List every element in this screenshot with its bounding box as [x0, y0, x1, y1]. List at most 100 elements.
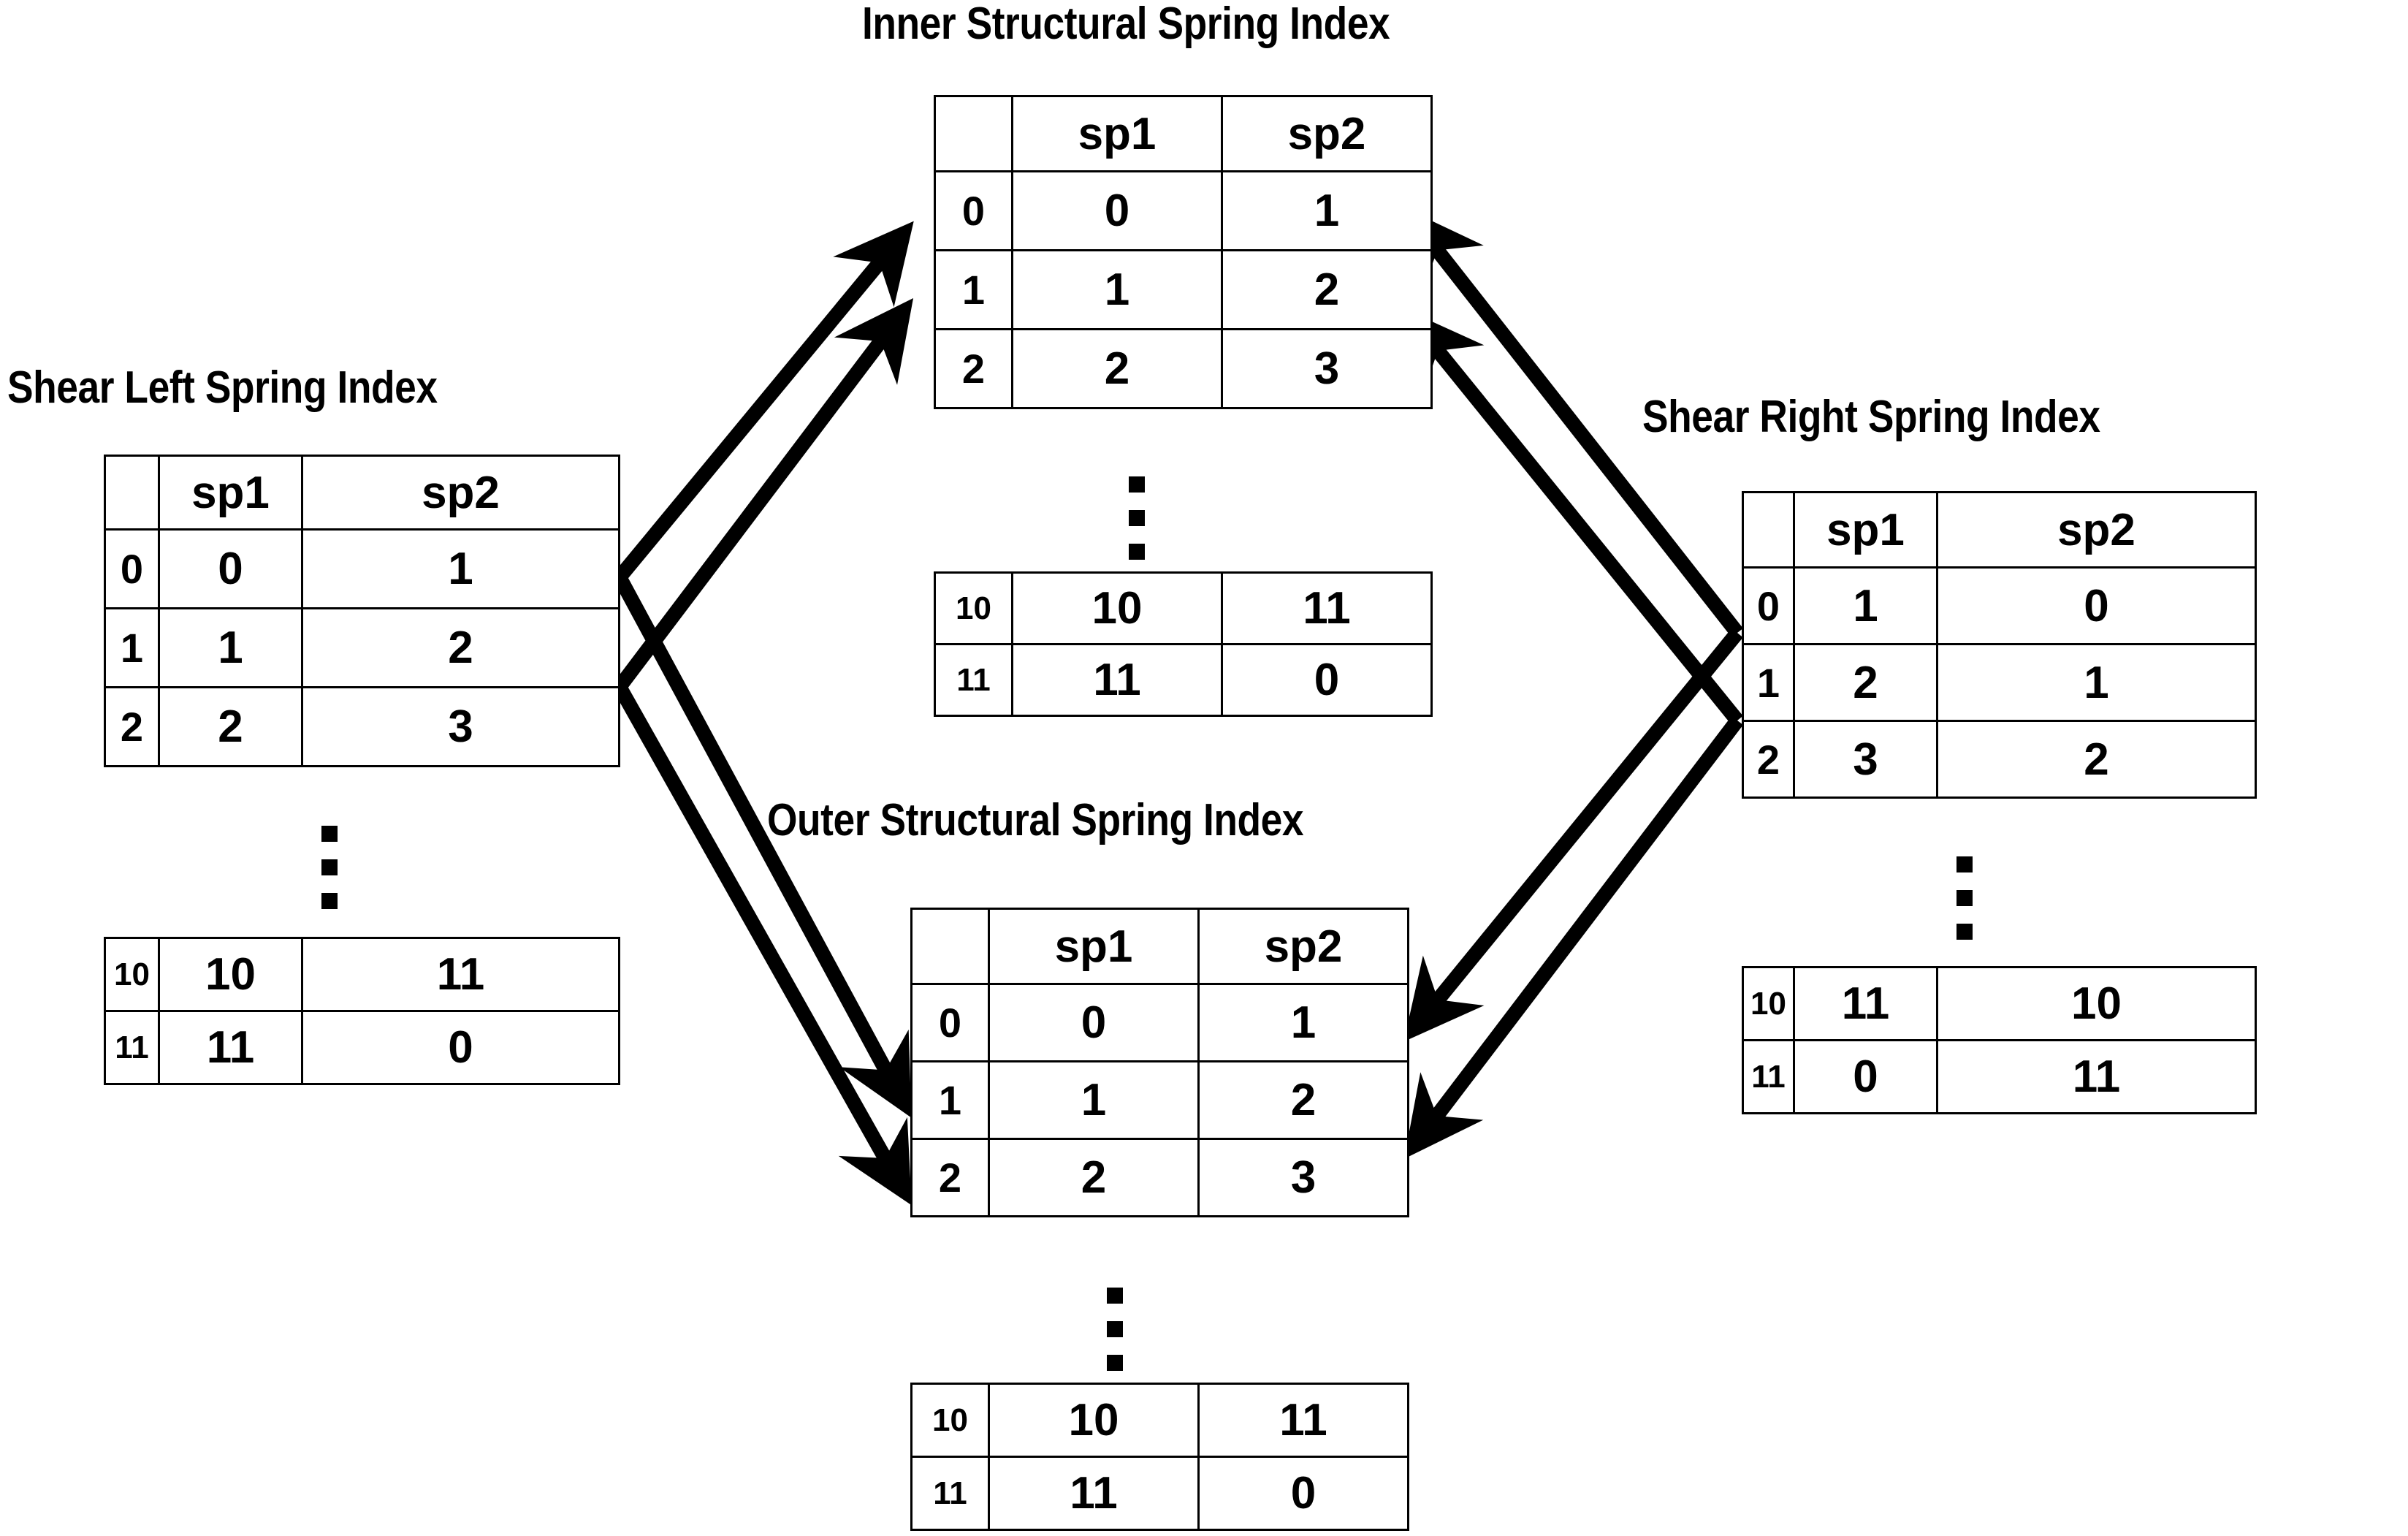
cell-sp2: 3 [301, 686, 620, 767]
cell-sp2: 11 [301, 937, 620, 1012]
shear-left-table-bottom: 10 10 11 11 11 0 [104, 937, 620, 1085]
row-index: 11 [1742, 1039, 1795, 1114]
cell-sp2: 1 [1197, 983, 1409, 1062]
shear-right-table-bottom: 10 11 10 11 0 11 [1742, 966, 2257, 1114]
arrow-left-to-inner-row1 [614, 298, 914, 692]
table-row: 10 10 11 [934, 571, 1433, 645]
table-row: 1 1 2 [934, 249, 1433, 330]
outer-structural-table-bottom: 10 10 11 11 11 0 [910, 1383, 1409, 1531]
row-index: 10 [1742, 966, 1795, 1041]
row-index: 1 [1742, 643, 1795, 722]
cell-sp2: 0 [301, 1010, 620, 1085]
cell-sp2: 2 [1221, 249, 1433, 330]
table-row: 0 0 1 [104, 528, 620, 609]
cell-sp2: 1 [1936, 643, 2257, 722]
table-row: 0 0 1 [934, 170, 1433, 251]
cell-sp2: 1 [301, 528, 620, 609]
row-index: 1 [104, 607, 160, 688]
cell-sp1: 1 [1011, 249, 1223, 330]
table-row: 11 11 0 [910, 1456, 1409, 1531]
cell-sp1: 2 [1793, 643, 1938, 722]
column-header-sp2: sp2 [1197, 908, 1409, 985]
arrow-right-to-outer-row1 [1403, 628, 1743, 1042]
column-header-sp2: sp2 [1221, 95, 1433, 172]
cell-sp2: 0 [1197, 1456, 1409, 1531]
column-header-sp2: sp2 [1936, 491, 2257, 569]
cell-sp1: 11 [1793, 966, 1938, 1041]
inner-structural-table-top: sp1 sp2 0 0 1 1 1 2 2 2 3 [934, 95, 1433, 409]
column-header-sp1: sp1 [1011, 95, 1223, 172]
corner-cell [1742, 491, 1795, 569]
table-header-row: sp1 sp2 [104, 455, 620, 531]
shear-right-ellipsis-icon [1956, 856, 1973, 940]
row-index: 2 [1742, 720, 1795, 799]
table-row: 1 1 2 [910, 1060, 1409, 1140]
cell-sp1: 2 [988, 1138, 1200, 1217]
cell-sp2: 11 [1936, 1039, 2257, 1114]
corner-cell [104, 455, 160, 531]
cell-sp2: 2 [1936, 720, 2257, 799]
table-header-row: sp1 sp2 [1742, 491, 2257, 569]
cell-sp2: 11 [1221, 571, 1433, 645]
table-row: 0 1 0 [1742, 566, 2257, 645]
cell-sp1: 10 [1011, 571, 1223, 645]
cell-sp1: 3 [1793, 720, 1938, 799]
table-row: 11 0 11 [1742, 1039, 2257, 1114]
arrow-left-to-outer-row2 [613, 683, 912, 1206]
row-index: 11 [910, 1456, 990, 1531]
table-row: 1 2 1 [1742, 643, 2257, 722]
cell-sp1: 1 [1793, 566, 1938, 645]
cell-sp2: 0 [1936, 566, 2257, 645]
shear-left-title: Shear Left Spring Index [7, 362, 438, 413]
shear-left-table-top: sp1 sp2 0 0 1 1 1 2 2 2 3 [104, 455, 620, 767]
table-row: 2 2 3 [910, 1138, 1409, 1217]
shear-left-ellipsis-icon [321, 826, 338, 909]
table-header-row: sp1 sp2 [910, 908, 1409, 985]
table-row: 0 0 1 [910, 983, 1409, 1062]
cell-sp1: 1 [988, 1060, 1200, 1140]
row-index: 10 [934, 571, 1013, 645]
cell-sp1: 0 [158, 528, 303, 609]
column-header-sp1: sp1 [988, 908, 1200, 985]
table-row: 1 1 2 [104, 607, 620, 688]
row-index: 1 [910, 1060, 990, 1140]
cell-sp1: 1 [158, 607, 303, 688]
row-index: 2 [104, 686, 160, 767]
cell-sp2: 2 [301, 607, 620, 688]
table-row: 10 11 10 [1742, 966, 2257, 1041]
cell-sp2: 1 [1221, 170, 1433, 251]
table-row: 11 11 0 [934, 643, 1433, 717]
column-header-sp1: sp1 [158, 455, 303, 531]
inner-structural-title: Inner Structural Spring Index [862, 0, 1390, 49]
corner-cell [934, 95, 1013, 172]
row-index: 0 [934, 170, 1013, 251]
table-row: 11 11 0 [104, 1010, 620, 1085]
column-header-sp1: sp1 [1793, 491, 1938, 569]
cell-sp2: 3 [1221, 328, 1433, 409]
row-index: 2 [934, 328, 1013, 409]
row-index: 0 [910, 983, 990, 1062]
cell-sp2: 0 [1221, 643, 1433, 717]
row-index: 0 [1742, 566, 1795, 645]
cell-sp1: 0 [1793, 1039, 1938, 1114]
outer-structural-ellipsis-icon [1107, 1288, 1123, 1371]
table-row: 2 2 3 [934, 328, 1433, 409]
outer-structural-table-top: sp1 sp2 0 0 1 1 1 2 2 2 3 [910, 908, 1409, 1217]
cell-sp1: 2 [158, 686, 303, 767]
shear-right-title: Shear Right Spring Index [1642, 392, 2100, 442]
table-header-row: sp1 sp2 [934, 95, 1433, 172]
table-row: 2 2 3 [104, 686, 620, 767]
table-row: 10 10 11 [910, 1383, 1409, 1458]
cell-sp1: 10 [988, 1383, 1200, 1458]
outer-structural-title: Outer Structural Spring Index [767, 795, 1304, 845]
row-index: 1 [934, 249, 1013, 330]
arrow-right-to-inner-row1 [1403, 308, 1743, 726]
cell-sp1: 10 [158, 937, 303, 1012]
column-header-sp2: sp2 [301, 455, 620, 531]
table-row: 2 3 2 [1742, 720, 2257, 799]
cell-sp2: 2 [1197, 1060, 1409, 1140]
corner-cell [910, 908, 990, 985]
cell-sp1: 0 [988, 983, 1200, 1062]
cell-sp1: 2 [1011, 328, 1223, 409]
